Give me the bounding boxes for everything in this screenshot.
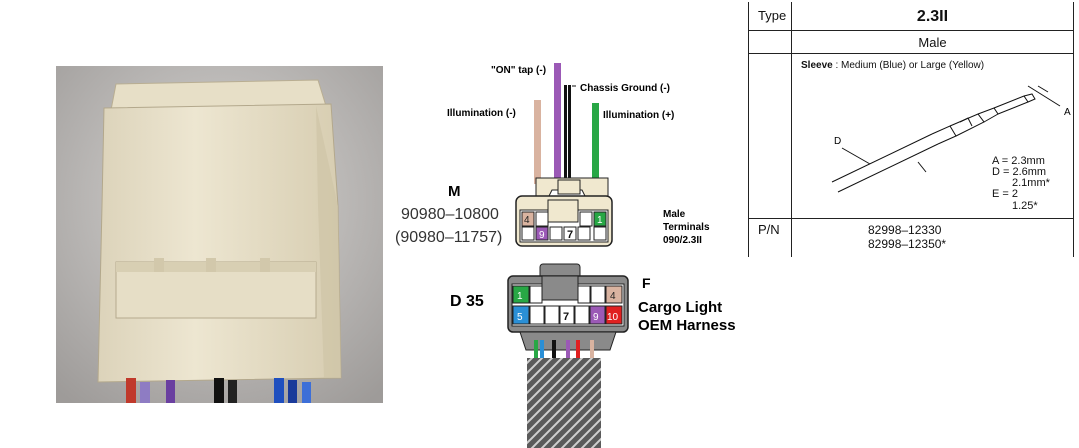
sleeve-label: Sleeve <box>801 60 833 71</box>
wire-illumination-pos <box>592 103 599 184</box>
m-cavity-4: 4 <box>524 215 530 226</box>
dim-d-letter: D <box>834 136 841 147</box>
gender-value: Male <box>918 35 947 50</box>
f-wire-stubs <box>534 340 594 358</box>
harness-loom <box>527 358 601 448</box>
sleeve-note: Sleeve : Medium (Blue) or Large (Yellow) <box>801 60 984 71</box>
connector-f-letter: F <box>642 275 651 291</box>
f-cavity-4: 4 <box>610 291 616 302</box>
connector-m: 4 1 9 7 <box>515 177 613 247</box>
wire-chassis-ground <box>564 85 571 185</box>
dim-d-alt: 2.1mm* <box>1012 177 1050 189</box>
pinout-diagram: 4 1 9 7 1 4 5 7 9 10 <box>395 63 736 448</box>
terminal-note-line1: Male <box>663 209 686 220</box>
pn-label: P/N <box>758 222 780 237</box>
connector-m-part-number: 90980–10800 <box>401 206 499 223</box>
connector-m-part-number-alt: (90980–11757) <box>395 229 502 246</box>
wire-on-tap <box>554 63 561 184</box>
sleeve-text: : Medium (Blue) or Large (Yellow) <box>835 60 985 71</box>
dim-a-letter: A <box>1064 107 1071 118</box>
spec-row-dimensions: Sleeve : Medium (Blue) or Large (Yellow) <box>749 54 1073 219</box>
harness-note-line1: Cargo Light <box>638 299 722 316</box>
terminal-drawing: A D <box>831 85 1071 193</box>
terminal-note-line3: 090/2.3II <box>663 235 702 246</box>
label-illumination-neg: Illumination (-) <box>447 108 516 119</box>
f-cavity-5: 5 <box>517 312 523 323</box>
dim-d: D = 2.6mm <box>992 166 1047 178</box>
pn-value-1: 82998–12330 <box>868 223 942 237</box>
spec-row-part-number: P/N 82998–12330 82998–12350* <box>749 219 1073 257</box>
type-label: Type <box>758 8 787 23</box>
m-cavity-7: 7 <box>567 229 573 241</box>
wire-illumination-neg <box>534 100 541 184</box>
connector-m-letter: M <box>448 183 461 200</box>
harness-note-line2: OEM Harness <box>638 317 736 334</box>
pn-value-2: 82998–12350* <box>868 237 947 251</box>
label-illumination-pos: Illumination (+) <box>603 110 674 121</box>
type-value: 2.3II <box>916 8 949 25</box>
terminal-spec-table: Type 2.3II Male Sleeve : Medium (Blue) o… <box>748 2 1074 257</box>
m-cavity-1: 1 <box>597 215 603 226</box>
dim-e: E = 2 <box>992 188 1018 200</box>
terminal-note-line2: Terminals <box>663 222 710 233</box>
dim-a: A = 2.3mm <box>992 155 1045 167</box>
connector-photo <box>56 66 383 403</box>
f-cavity-1: 1 <box>517 291 523 302</box>
f-cavity-9: 9 <box>593 312 599 323</box>
label-chassis-ground: Chassis Ground (-) <box>580 83 670 94</box>
connector-f: 1 4 5 7 9 10 <box>507 263 629 351</box>
connector-f-code: D 35 <box>450 293 484 310</box>
m-cavity-9: 9 <box>539 230 545 241</box>
label-on-tap: "ON" tap (-) <box>491 65 546 76</box>
f-cavity-10: 10 <box>607 312 619 323</box>
dim-e-alt: 1.25* <box>1012 200 1038 212</box>
spec-row-type: Type 2.3II <box>749 2 1073 31</box>
f-cavity-7: 7 <box>563 311 569 323</box>
spec-row-gender: Male <box>749 31 1073 54</box>
